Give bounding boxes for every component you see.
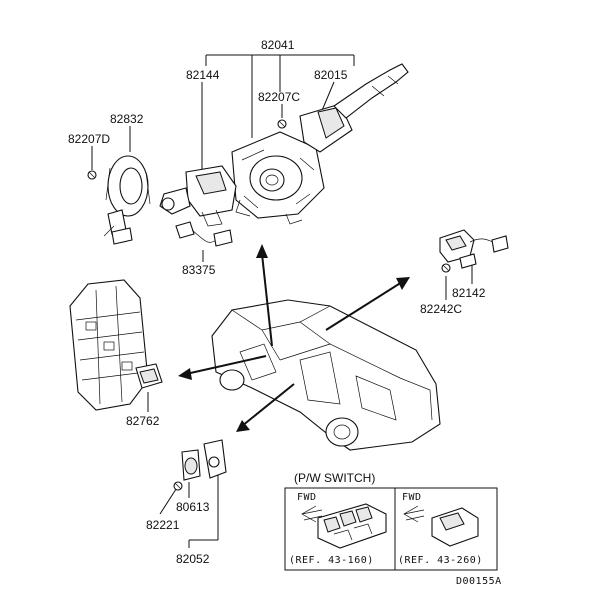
relay-82762 (135, 363, 163, 389)
callout-80613: 80613 (176, 500, 210, 514)
screw-82242C (441, 263, 451, 273)
pw-switch-right: FWD (REF. 43-260) (398, 492, 483, 566)
sensor-82142 (439, 229, 509, 269)
fwd-label-right: FWD (402, 492, 422, 503)
door-switch-82052 (181, 439, 227, 481)
pw-switch-left: FWD (REF. 43-160) (289, 492, 387, 566)
callout-82242C: 82242C (420, 302, 462, 316)
callout-82144: 82144 (186, 68, 220, 82)
callout-83375: 83375 (182, 263, 216, 277)
junction-block (69, 279, 149, 411)
leader-82221 (159, 485, 179, 515)
fwd-label-left: FWD (297, 492, 317, 503)
arrow-to-column-switch (256, 244, 273, 347)
callout-82041: 82041 (261, 38, 295, 52)
leader-82041 (205, 54, 355, 138)
arrow-to-door-switch (236, 383, 295, 432)
callout-82832: 82832 (110, 112, 144, 126)
callout-82221: 82221 (146, 518, 180, 532)
column-switch-assembly (159, 63, 409, 247)
callout-82207D: 82207D (68, 132, 110, 146)
arrow-to-junction-block (178, 355, 267, 380)
pw-single-switch (431, 507, 479, 547)
callout-82015: 82015 (314, 68, 348, 82)
figure-code: D00155A (456, 576, 502, 587)
callout-82142: 82142 (452, 286, 486, 300)
callout-82207C: 82207C (258, 90, 300, 104)
pw-master-switch (317, 503, 387, 549)
pw-switch-title: (P/W SWITCH) (294, 471, 375, 485)
pw-switch-inset: (P/W SWITCH) FWD (REF. 43-160) FWD (284, 471, 498, 571)
vehicle-outline (211, 299, 441, 451)
leader-82052 (188, 470, 219, 548)
ref-left: (REF. 43-160) (289, 555, 374, 566)
fwd-arrow-icon (301, 505, 323, 523)
callout-82762: 82762 (126, 414, 160, 428)
arrow-to-sensor (325, 277, 410, 331)
screw-82221 (173, 481, 183, 491)
screw-82207D (87, 170, 97, 180)
callout-82052: 82052 (176, 552, 210, 566)
fwd-arrow-icon (403, 505, 425, 523)
clock-spring-82832 (103, 155, 151, 245)
ref-right: (REF. 43-260) (398, 555, 483, 566)
